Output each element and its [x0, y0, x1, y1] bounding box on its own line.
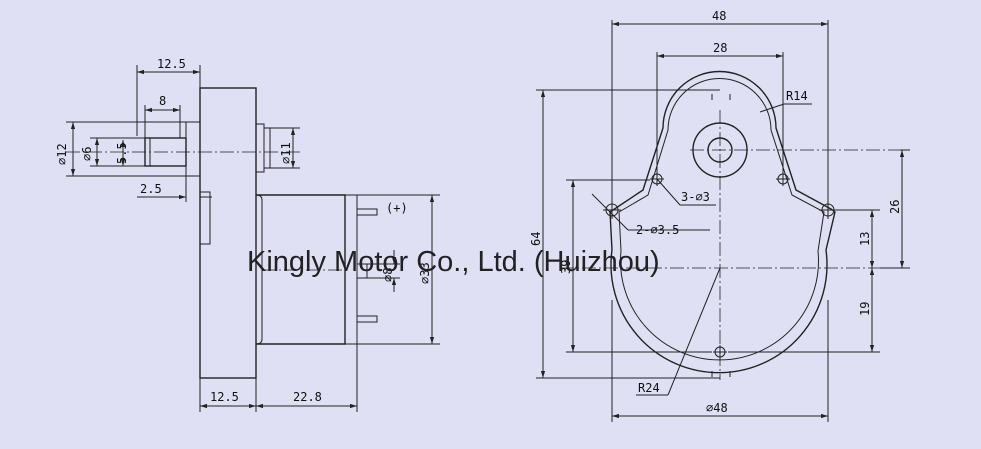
dim-dia-6: ⌀6: [80, 147, 94, 161]
polarity-label: (+): [386, 201, 408, 215]
dim-height-64: 64: [529, 232, 543, 246]
dim-holes-2: 2-⌀3.5: [636, 223, 679, 237]
dim-v13: 13: [858, 232, 872, 246]
shaft-collar: [185, 121, 201, 177]
housing-outline: [609, 70, 836, 374]
dim-dia-12: ⌀12: [55, 143, 69, 165]
motor-shaft-end: [356, 263, 368, 279]
dim-dia-11: ⌀11: [279, 142, 293, 164]
dim-width-28: 28: [713, 41, 727, 55]
dim-flat-5-5: 5.5: [115, 142, 129, 164]
dim-motor-length: 22.8: [293, 390, 322, 404]
watermark: Kingly Motor Co., Ltd. (Huizhou): [247, 246, 660, 278]
dim-dia-48: ⌀48: [706, 401, 728, 415]
terminal-bottom: [356, 315, 378, 323]
dim-shaft-flat: 8: [159, 94, 166, 108]
dim-holes-3: 3-⌀3: [681, 190, 710, 204]
dim-r24: R24: [638, 381, 660, 395]
dim-dia-33: ⌀33: [418, 262, 432, 284]
dim-dia-8: ⌀8: [381, 268, 395, 282]
dim-shaft-length: 12.5: [157, 57, 186, 71]
front-view: 48 28 R14 3-⌀3 2-⌀3.5 64 39 26: [529, 9, 910, 422]
gearbox-housing: [199, 87, 257, 379]
dim-gearbox-length: 12.5: [210, 390, 239, 404]
dim-v19: 19: [858, 302, 872, 316]
dim-r14: R14: [786, 89, 808, 103]
dim-collar-2-5: 2.5: [140, 182, 162, 196]
dim-height-39: 39: [559, 260, 573, 274]
side-view: 12.5 8 ⌀12 ⌀6 5.5 ⌀11 2.5 (+): [55, 57, 440, 412]
terminal-top: [356, 208, 378, 216]
dim-v26: 26: [888, 200, 902, 214]
dim-width-48: 48: [712, 9, 726, 23]
